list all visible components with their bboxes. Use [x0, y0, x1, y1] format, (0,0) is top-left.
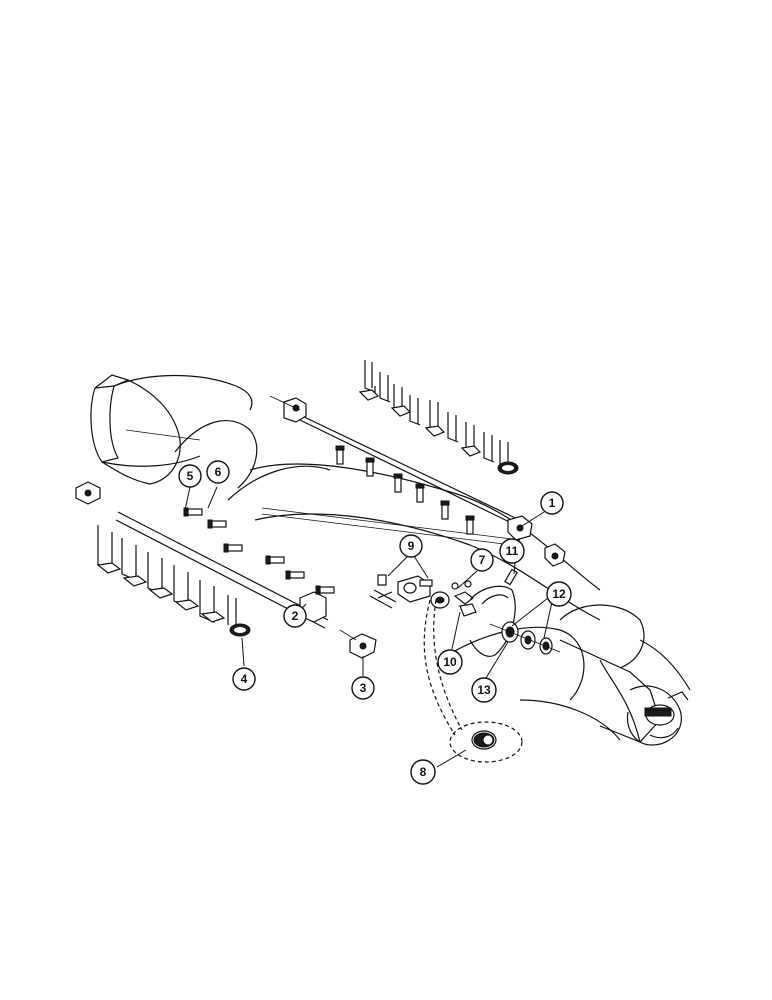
left-auger-drum	[90, 374, 331, 501]
callout-5: 5	[178, 464, 202, 488]
inset-detail-8	[423, 599, 523, 763]
callout-3: 3	[351, 676, 375, 700]
callout-9: 9	[399, 534, 423, 558]
callout-11: 11	[499, 538, 525, 564]
callout-2: 2	[283, 604, 307, 628]
callout-7: 7	[470, 548, 494, 572]
callout-label: 3	[360, 681, 367, 695]
callout-label: 9	[408, 539, 415, 553]
callout-label: 6	[215, 465, 222, 479]
callout-label: 7	[479, 553, 486, 567]
coupling-assembly	[369, 568, 518, 617]
upper-shaft	[269, 395, 531, 532]
right-auger-drum	[439, 585, 691, 746]
callout-label: 13	[477, 683, 491, 697]
callout-label: 12	[552, 587, 566, 601]
upper-tine-set	[358, 360, 519, 475]
callout-12: 12	[546, 581, 572, 607]
leader-lines	[184, 486, 553, 768]
callout-label: 1	[549, 496, 556, 510]
lower-tine-set	[96, 525, 251, 637]
callout-8: 8	[410, 759, 436, 785]
spring-coil-lower	[229, 623, 251, 637]
upper-bolts	[335, 445, 475, 535]
bearing-flange-3	[339, 629, 377, 659]
lower-bolts	[183, 507, 335, 595]
upper-right-bearing	[507, 515, 566, 567]
bearing-washers	[489, 621, 561, 655]
spring-coil-upper	[497, 461, 519, 475]
callout-13: 13	[471, 677, 497, 703]
callout-1: 1	[540, 491, 564, 515]
callout-10: 10	[437, 649, 463, 675]
callout-label: 10	[443, 655, 457, 669]
lower-shaft	[75, 481, 329, 629]
callout-label: 4	[241, 672, 248, 686]
callout-4: 4	[232, 667, 256, 691]
callout-label: 2	[292, 609, 299, 623]
callout-label: 5	[187, 469, 194, 483]
callout-label: 8	[420, 765, 427, 779]
callout-label: 11	[506, 544, 519, 558]
callout-6: 6	[206, 460, 230, 484]
